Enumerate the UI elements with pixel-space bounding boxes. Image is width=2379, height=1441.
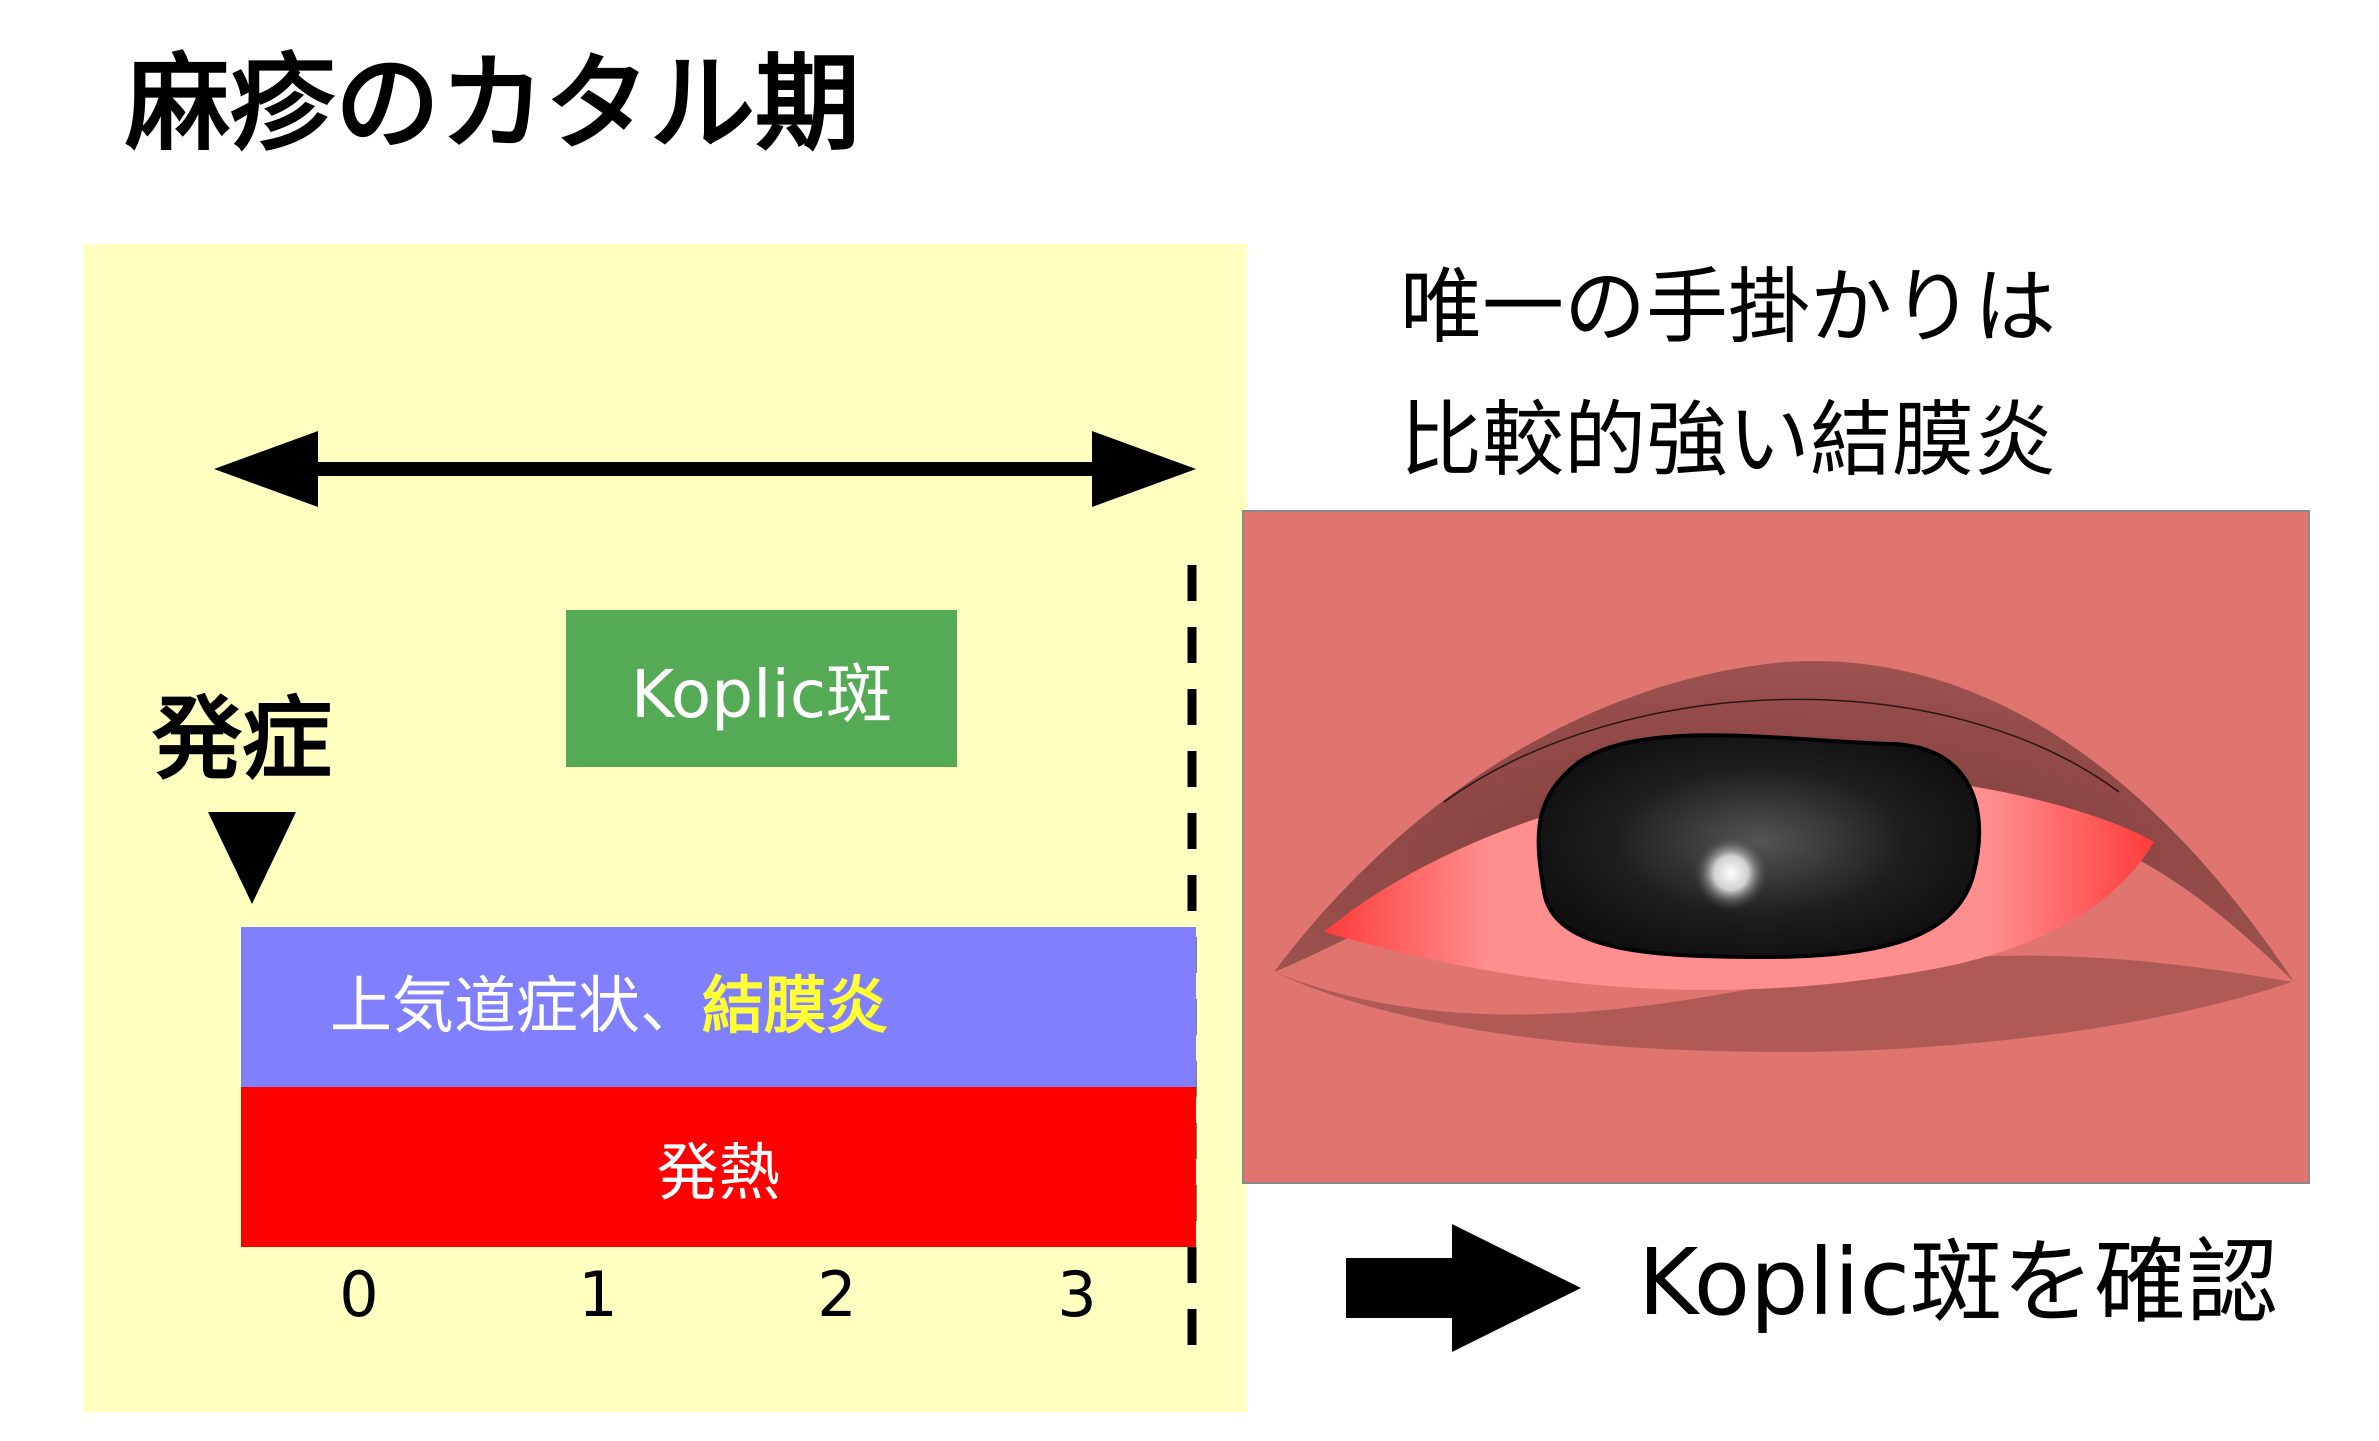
eye-icon	[1274, 660, 2294, 1052]
koplic-spots-box: Koplic斑	[566, 610, 957, 767]
tick-label-3: 3	[1057, 1258, 1097, 1331]
respiratory-label-text: 上気道症状、	[330, 969, 703, 1042]
tick-label-1: 1	[578, 1258, 618, 1331]
respiratory-symptoms-bar	[241, 927, 1196, 1087]
double-arrow-icon	[214, 431, 1196, 507]
conjunctivitis-highlight: 結膜炎	[702, 969, 889, 1042]
conjunctivitis-eye-illustration	[1242, 510, 2310, 1184]
respiratory-symptoms-label: 上気道症状、結膜炎	[330, 963, 888, 1050]
right-arrow-icon	[1346, 1224, 1581, 1352]
fever-bar: 発熱	[241, 1087, 1196, 1247]
slide-title: 麻疹のカタル期	[125, 43, 861, 165]
confirm-koplic-text: Koplic斑を確認	[1638, 1229, 2279, 1336]
tick-label-0: 0	[339, 1258, 379, 1331]
caption-line-1: 唯一の手掛かりは	[1400, 260, 2057, 355]
tick-label-2: 2	[817, 1258, 857, 1331]
caption-line-2: 比較的強い結膜炎	[1400, 393, 2057, 488]
onset-label: 発症	[152, 687, 332, 792]
onset-down-triangle-icon	[208, 812, 296, 904]
